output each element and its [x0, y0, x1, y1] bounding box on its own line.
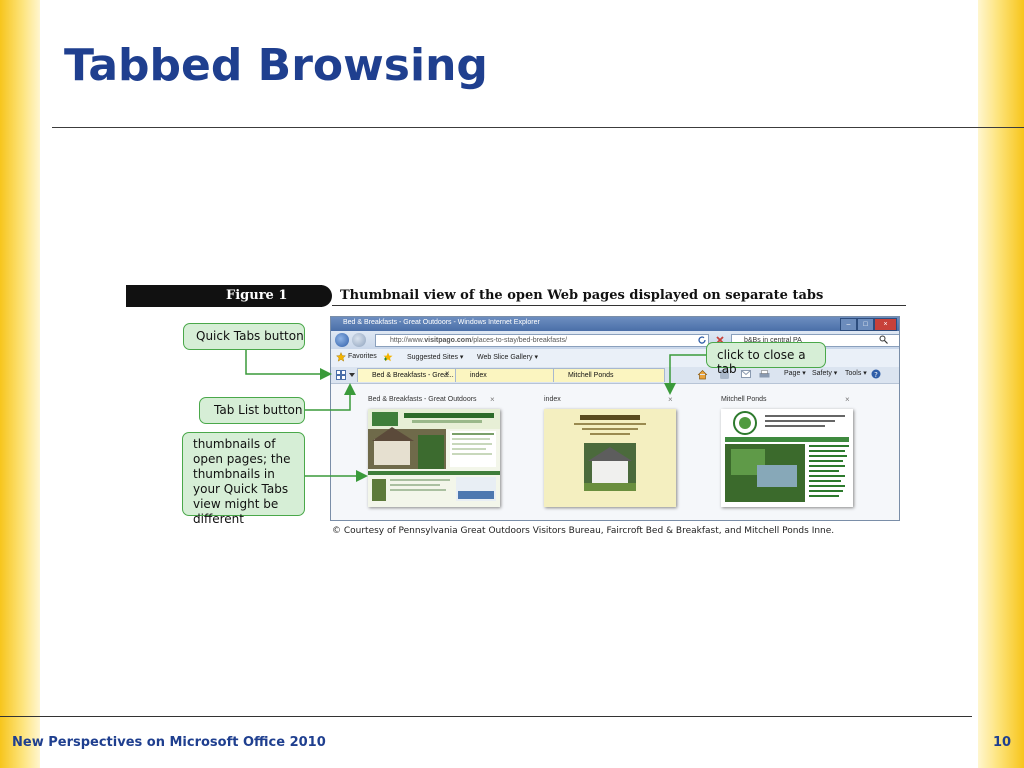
figure-courtesy-note: © Courtesy of Pennsylvania Great Outdoor… — [332, 526, 835, 536]
quick-tab-title: Bed & Breakfasts - Great Outdoors — [368, 396, 477, 403]
suggested-sites-link[interactable]: Suggested Sites ▾ — [407, 354, 464, 361]
tab-close-icon[interactable]: × — [445, 369, 450, 378]
url-domain: visitpago.com — [424, 337, 472, 344]
callout-text: Tab List button — [214, 403, 303, 417]
print-icon[interactable] — [759, 370, 770, 379]
url-prefix: http://www. — [390, 337, 425, 344]
tab-label: Bed & Breakfasts - Grea... — [372, 372, 454, 379]
window-titlebar: Bed & Breakfasts - Great Outdoors - Wind… — [331, 317, 899, 331]
tools-menu[interactable]: Tools ▾ — [845, 370, 867, 377]
close-window-button[interactable]: × — [874, 318, 897, 331]
search-icon[interactable] — [879, 335, 888, 344]
maximize-button[interactable]: □ — [857, 318, 874, 331]
page-number: 10 — [993, 735, 1012, 750]
thumbnail-bed-breakfasts[interactable] — [368, 409, 500, 507]
tab-list-icon[interactable] — [349, 373, 355, 377]
title-divider — [52, 127, 1024, 128]
feeds-icon[interactable] — [720, 370, 729, 379]
web-slice-gallery-link[interactable]: Web Slice Gallery ▾ — [477, 354, 538, 361]
figure-header: Figure 1 Thumbnail view of the open Web … — [126, 285, 906, 307]
tab-bar: Bed & Breakfasts - Grea... × index Mitch… — [331, 367, 899, 384]
back-icon[interactable] — [335, 333, 349, 347]
quick-tab-close-icon[interactable]: × — [490, 395, 495, 404]
figure-header-rule — [332, 305, 906, 306]
favorites-button[interactable]: Favorites — [348, 353, 377, 360]
thumbnail-index[interactable] — [544, 409, 676, 507]
quick-tab-close-icon[interactable]: × — [845, 395, 850, 404]
svg-text:?: ? — [874, 371, 878, 379]
arrow-quick-tabs — [245, 350, 332, 380]
read-mail-icon[interactable] — [741, 370, 751, 378]
window-title: Bed & Breakfasts - Great Outdoors - Wind… — [343, 319, 540, 326]
quick-tabs-view: Bed & Breakfasts - Great Outdoors × inde… — [331, 384, 899, 520]
callout-tab-list-button: Tab List button — [199, 397, 305, 424]
url-input[interactable]: http://www.visitpago.com/places-to-stay/… — [375, 334, 709, 347]
slide-title: Tabbed Browsing — [64, 40, 488, 91]
tab-bed-breakfasts[interactable]: Bed & Breakfasts - Grea... — [357, 368, 469, 382]
refresh-icon[interactable] — [697, 335, 707, 345]
tab-mitchell-ponds[interactable]: Mitchell Ponds — [553, 368, 665, 382]
quick-tabs-icon[interactable] — [336, 370, 346, 380]
thumbnail-mitchell-ponds[interactable] — [721, 409, 853, 507]
search-value: b&Bs in central PA — [744, 337, 802, 344]
quick-tab-close-icon[interactable]: × — [668, 395, 673, 404]
footer-title: New Perspectives on Microsoft Office 201… — [12, 735, 326, 750]
page-menu[interactable]: Page ▾ — [784, 370, 806, 377]
figure-caption: Thumbnail view of the open Web pages dis… — [340, 288, 824, 303]
callout-text: Quick Tabs button — [196, 329, 304, 343]
left-gold-band — [0, 0, 40, 768]
tab-label: index — [470, 372, 487, 379]
right-gold-band — [978, 0, 1024, 768]
url-path: /places-to-stay/bed-breakfasts/ — [471, 337, 568, 344]
add-favorites-icon[interactable] — [383, 352, 393, 362]
quick-tab-title: index — [544, 396, 561, 403]
callout-close-tab: click to close a tab — [706, 342, 826, 376]
forward-icon[interactable] — [352, 333, 366, 347]
figure-label: Figure 1 — [226, 288, 288, 303]
footer-divider — [0, 716, 972, 717]
quick-tab-title: Mitchell Ponds — [721, 396, 767, 403]
home-icon[interactable] — [697, 369, 708, 380]
safety-menu[interactable]: Safety ▾ — [812, 370, 838, 377]
help-icon[interactable]: ? — [871, 369, 881, 379]
callout-text: thumbnails of open pages; the thumbnails… — [193, 437, 291, 526]
figure-label-band — [126, 285, 332, 307]
callout-thumbnails-note: thumbnails of open pages; the thumbnails… — [182, 432, 305, 526]
callout-quick-tabs-button: Quick Tabs button — [183, 323, 305, 350]
tab-index[interactable]: index — [455, 368, 567, 382]
tab-label: Mitchell Ponds — [568, 372, 614, 379]
callout-text: click to close a tab — [717, 348, 806, 376]
minimize-button[interactable]: – — [840, 318, 857, 331]
favorites-star-icon — [336, 352, 346, 362]
